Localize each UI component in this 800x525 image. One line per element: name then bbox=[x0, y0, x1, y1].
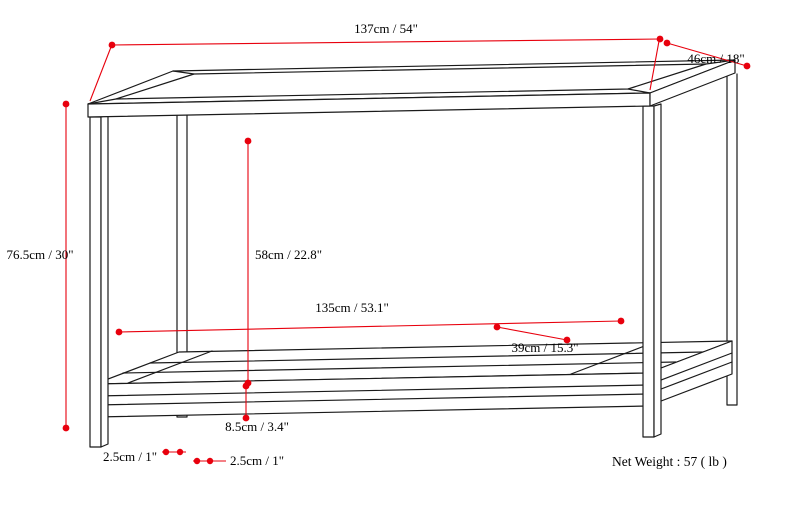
label-shelf-depth: 39cm / 15.3" bbox=[511, 340, 578, 355]
dim-line-shelf-depth bbox=[493, 323, 571, 344]
table-leg-back-right bbox=[726, 73, 738, 406]
dimension-lines bbox=[62, 35, 751, 465]
label-shelf-width: 135cm / 53.1" bbox=[315, 300, 389, 315]
label-overall-height: 76.5cm / 30" bbox=[6, 247, 73, 262]
dim-line-shelf-frame-height bbox=[242, 382, 250, 422]
dim-line-leg-width bbox=[162, 448, 186, 456]
dim-line-leg-depth bbox=[193, 457, 226, 465]
label-top-width: 137cm / 54" bbox=[354, 21, 418, 36]
net-weight-label: Net Weight : 57 ( lb ) bbox=[612, 454, 727, 469]
dim-line-overall-height bbox=[62, 100, 70, 432]
label-top-to-shelf-height: 58cm / 22.8" bbox=[255, 247, 322, 262]
label-leg-width: 2.5cm / 1" bbox=[103, 449, 157, 464]
dimension-labels: 137cm / 54" 46cm / 18" 76.5cm / 30" 58cm… bbox=[6, 21, 744, 468]
lower-shelf bbox=[94, 340, 733, 418]
table-line-drawing bbox=[87, 59, 738, 448]
label-shelf-frame-height: 8.5cm / 3.4" bbox=[225, 419, 289, 434]
label-leg-depth: 2.5cm / 1" bbox=[230, 453, 284, 468]
dim-line-shelf-width bbox=[115, 317, 625, 336]
table-leg-back-left bbox=[176, 86, 188, 418]
table-top bbox=[87, 59, 736, 118]
dim-line-top-depth bbox=[663, 39, 751, 70]
label-top-depth: 46cm / 18" bbox=[687, 51, 744, 66]
table-leg-front-right bbox=[642, 103, 662, 438]
dim-line-top-width bbox=[89, 35, 664, 102]
dim-line-top-to-shelf bbox=[244, 137, 252, 387]
table-leg-front-left bbox=[89, 114, 109, 448]
